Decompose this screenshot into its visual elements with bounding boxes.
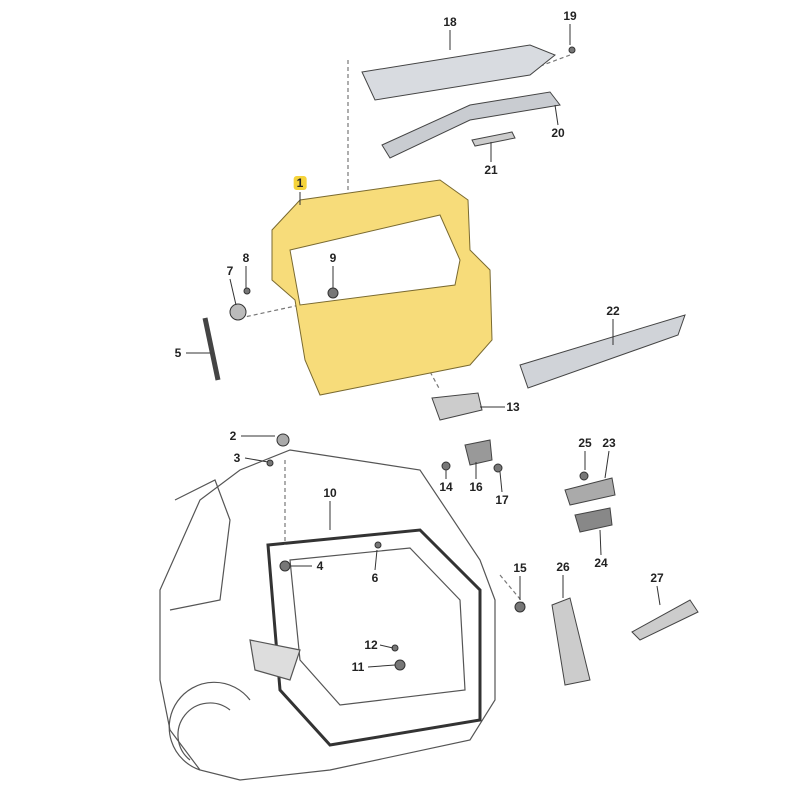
callout-27: 27 bbox=[650, 571, 664, 585]
callout-8: 8 bbox=[242, 251, 250, 265]
callout-10: 10 bbox=[323, 486, 337, 500]
callout-6: 6 bbox=[371, 571, 379, 585]
callout-21: 21 bbox=[484, 163, 498, 177]
callout-1: 1 bbox=[293, 176, 307, 190]
lock-part bbox=[431, 392, 483, 421]
callout-24: 24 bbox=[594, 556, 608, 570]
callout-5: 5 bbox=[174, 346, 182, 360]
callout-25: 25 bbox=[578, 436, 592, 450]
callout-12: 12 bbox=[364, 638, 378, 652]
callout-26: 26 bbox=[556, 560, 570, 574]
callout-19: 19 bbox=[563, 9, 577, 23]
sealant-cartridge-part bbox=[551, 597, 591, 686]
callout-17: 17 bbox=[495, 493, 509, 507]
callout-2: 2 bbox=[229, 429, 237, 443]
callout-18: 18 bbox=[443, 15, 457, 29]
callout-14: 14 bbox=[439, 480, 453, 494]
callout-4: 4 bbox=[316, 559, 324, 573]
callout-16: 16 bbox=[469, 480, 483, 494]
bracket-part bbox=[381, 91, 561, 159]
callout-leaders bbox=[186, 24, 661, 668]
callout-3: 3 bbox=[233, 451, 241, 465]
spoiler-part bbox=[361, 44, 556, 101]
callout-9: 9 bbox=[329, 251, 337, 265]
callout-15: 15 bbox=[513, 561, 527, 575]
callout-22: 22 bbox=[606, 304, 620, 318]
callout-13: 13 bbox=[506, 400, 520, 414]
callout-7: 7 bbox=[226, 264, 234, 278]
callout-20: 20 bbox=[551, 126, 565, 140]
gas-strut-part bbox=[202, 317, 221, 381]
brake-light-part bbox=[471, 131, 516, 147]
car-body bbox=[159, 449, 496, 781]
callout-11: 11 bbox=[351, 660, 365, 674]
trim-strip-part bbox=[519, 314, 686, 389]
callout-23: 23 bbox=[602, 436, 616, 450]
sealant-tube-part bbox=[631, 599, 699, 641]
